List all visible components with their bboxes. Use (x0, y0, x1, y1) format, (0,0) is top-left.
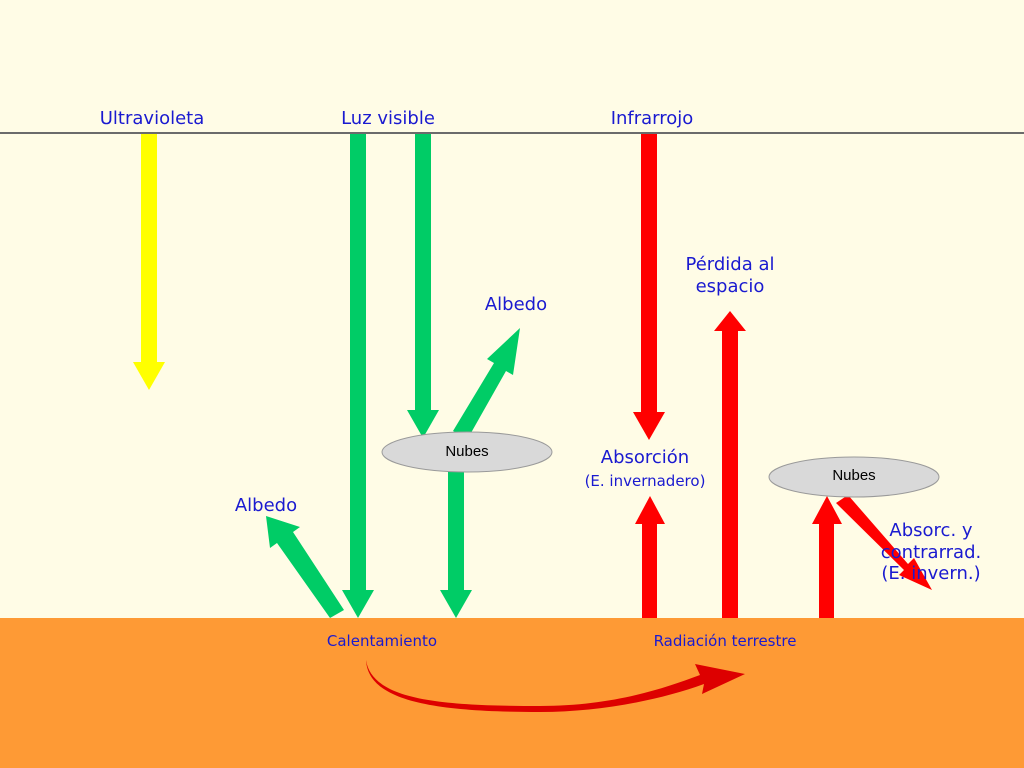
cloud-right-label: Nubes (832, 467, 876, 484)
albedo-ground-label: Albedo (234, 495, 298, 516)
ultraviolet-arrow (133, 134, 165, 390)
terrestrial-radiation-label: Radiación terrestre (653, 632, 797, 650)
albedo-arrow-from-clouds (453, 328, 520, 440)
ultraviolet-label: Ultravioleta (99, 108, 205, 129)
cloud-right-shape (768, 456, 940, 498)
cloud-left-shape (381, 431, 553, 473)
absorption-note: (E. invernadero) (584, 472, 706, 490)
terrestrial-arrow-to-clouds (812, 496, 842, 618)
absorption-label: Absorción (600, 447, 690, 468)
ground-surface (0, 618, 1024, 768)
counter-radiation-arrow (836, 495, 932, 590)
terrestrial-arrow-to-absorption (635, 496, 665, 618)
infrared-label: Infrarrojo (610, 108, 694, 129)
counter-radiation-label: Absorc. y contrarrad. (E. invern.) (880, 520, 982, 585)
albedo-clouds-label: Albedo (484, 294, 548, 315)
space-loss-label: Pérdida al espacio (685, 254, 775, 297)
albedo-arrow-from-ground (266, 516, 344, 618)
visible-light-label: Luz visible (341, 108, 435, 129)
heating-to-radiation-curved-arrow (366, 660, 745, 712)
cloud-left-label: Nubes (445, 443, 489, 460)
visible-light-arrow-to-clouds (407, 134, 439, 438)
terrestrial-arrow-to-space (714, 311, 746, 618)
visible-light-arrow-to-ground (342, 134, 374, 618)
heating-label: Calentamiento (326, 632, 438, 650)
visible-light-arrow-below-clouds (440, 472, 472, 618)
infrared-arrow-down (633, 134, 665, 440)
